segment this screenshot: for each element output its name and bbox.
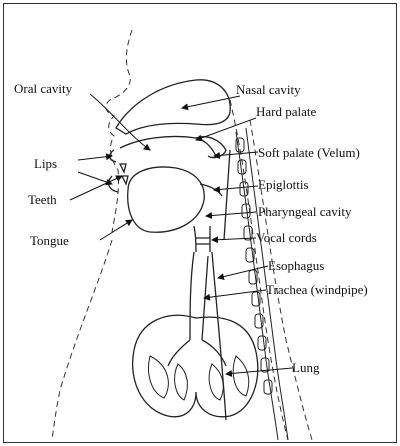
lung	[133, 315, 258, 416]
vocal-cords	[196, 238, 210, 244]
label-pharyngeal-cavity: Pharyngeal cavity	[258, 204, 352, 219]
lung-lobes	[149, 356, 249, 400]
trachea	[190, 252, 208, 340]
bronchi	[168, 340, 226, 366]
teeth-lower	[122, 176, 128, 184]
label-lips: Lips	[34, 156, 57, 171]
label-vocal-cords: Vocal cords	[256, 230, 317, 245]
tongue	[128, 167, 205, 232]
label-nasal-cavity: Nasal cavity	[236, 82, 301, 97]
label-teeth: Teeth	[28, 192, 57, 207]
neck-front-outline	[52, 240, 112, 440]
label-esophagus: Esophagus	[268, 258, 324, 273]
hard-palate	[120, 136, 216, 156]
label-oral-cavity: Oral cavity	[14, 81, 73, 96]
label-tongue: Tongue	[30, 233, 69, 248]
larynx	[194, 226, 210, 252]
label-soft-palate: Soft palate (Velum)	[258, 145, 360, 160]
nasal-cavity	[116, 80, 230, 134]
teeth-upper	[120, 164, 126, 172]
label-trachea: Trachea (windpipe)	[266, 282, 368, 297]
label-lung: Lung	[292, 360, 320, 375]
label-epiglottis: Epiglottis	[258, 177, 309, 192]
pharynx-back-wall	[224, 150, 230, 240]
label-hard-palate: Hard palate	[256, 104, 317, 119]
